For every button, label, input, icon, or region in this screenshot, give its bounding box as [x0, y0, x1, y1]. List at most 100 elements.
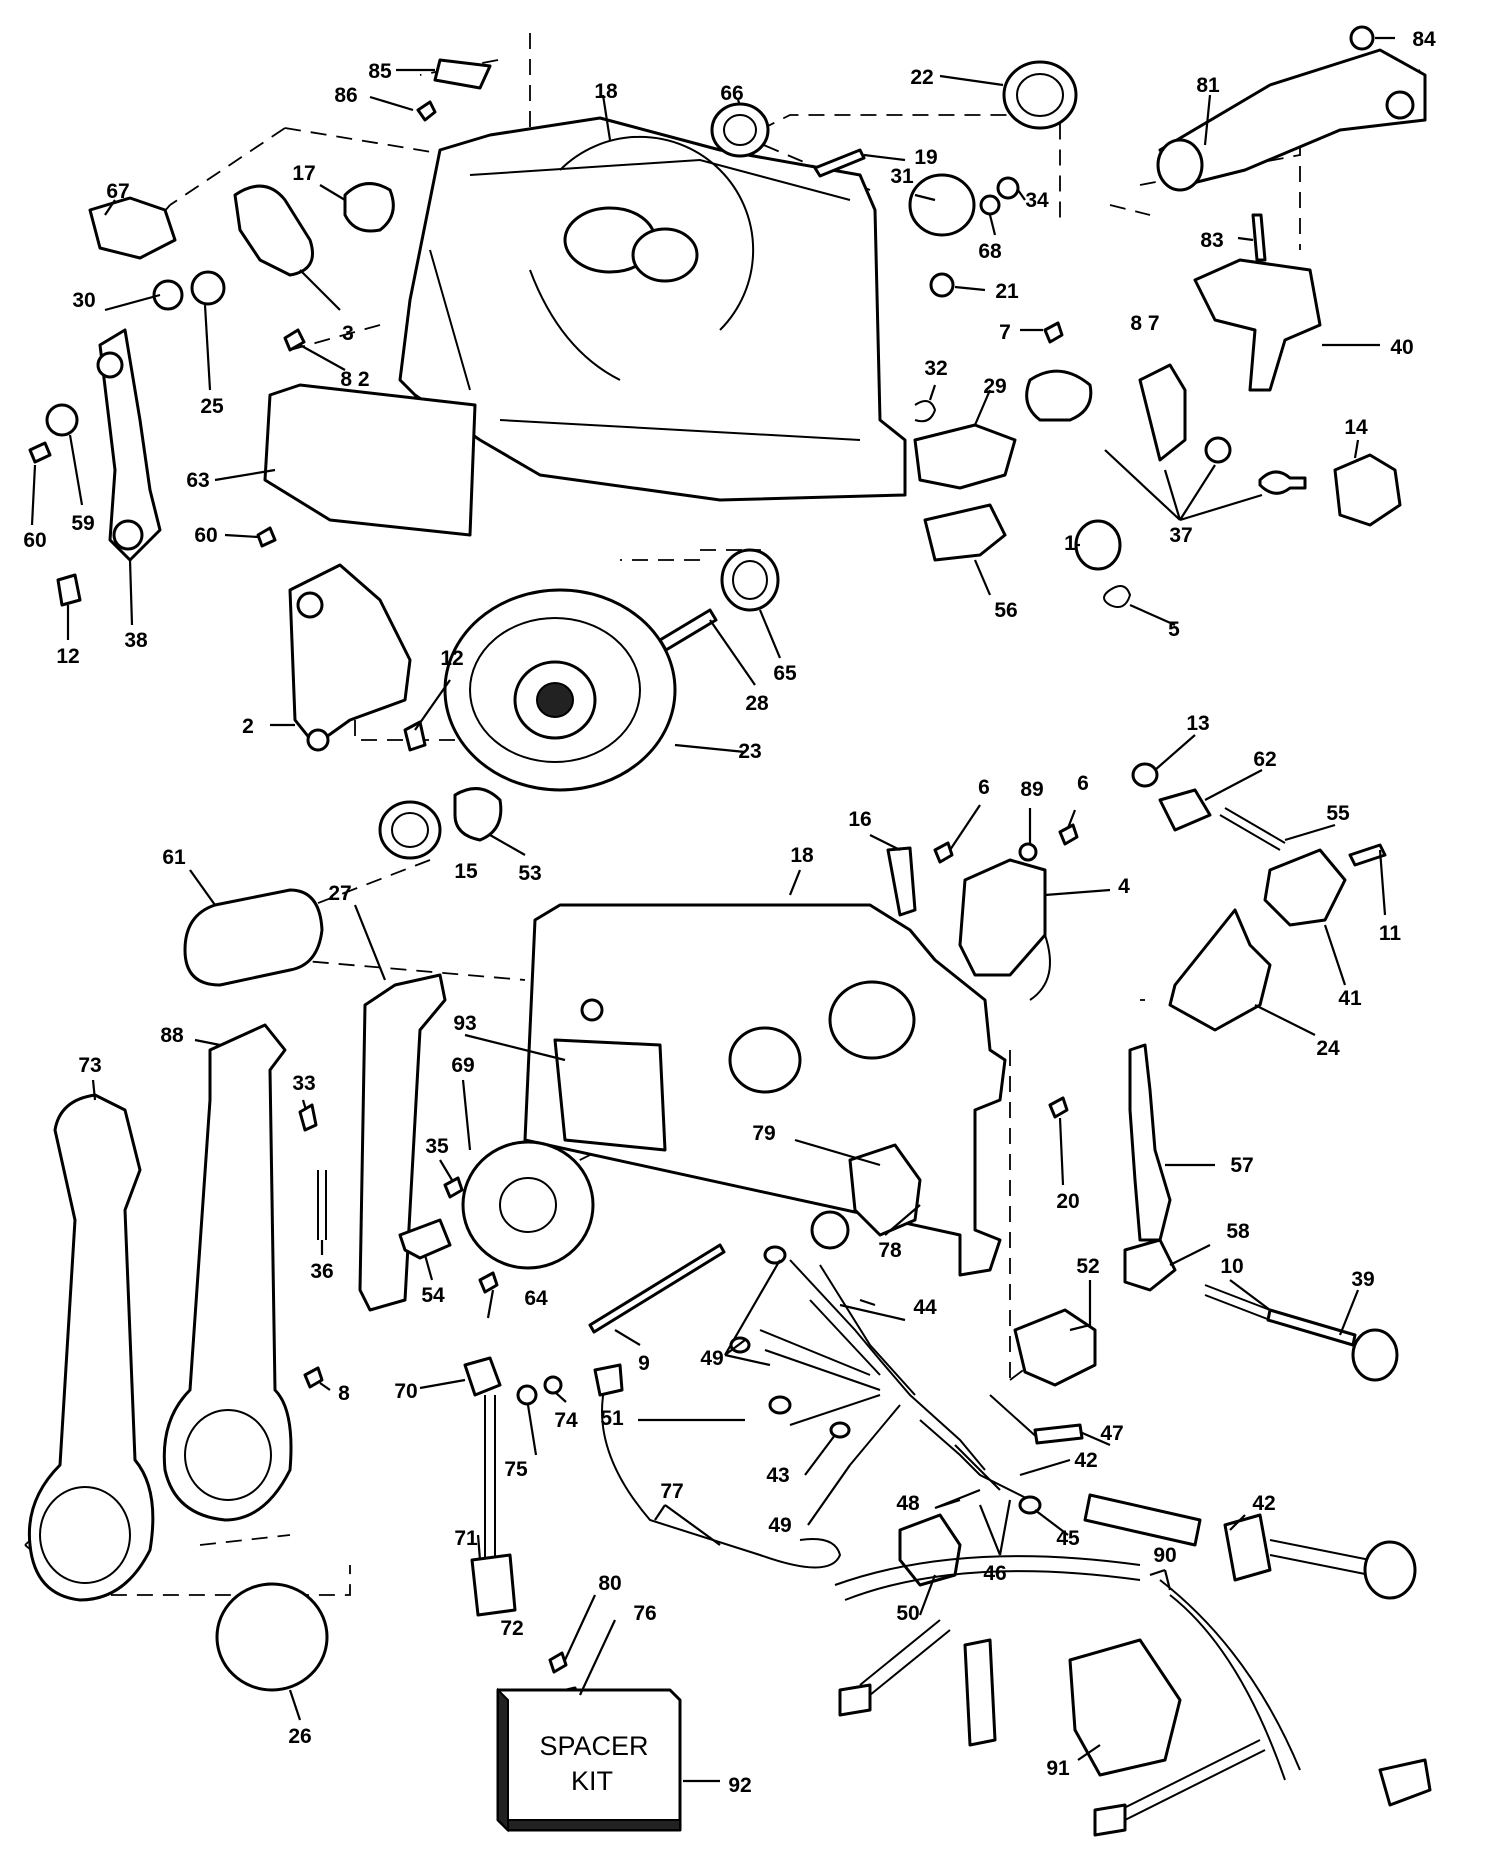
- part-27-bracket: [358, 973, 447, 1312]
- part-67-cam: [88, 196, 177, 260]
- part-60-screw: [28, 441, 52, 464]
- leader-lines: [30, 36, 1395, 1783]
- part-15-bushing: [378, 800, 442, 860]
- part-91-sleeve: [1068, 1638, 1182, 1777]
- part-3-link: [233, 184, 314, 277]
- part-69-ring: [461, 1140, 595, 1270]
- callout-26: 26: [288, 1725, 311, 1748]
- callout-4: 4: [1118, 875, 1130, 898]
- parts-artwork: [27, 25, 1432, 1837]
- callout-59: 59: [71, 512, 94, 535]
- spacer-kit-line1: SPACER: [539, 1731, 648, 1761]
- part-37-key: [1258, 470, 1307, 495]
- callout-44: 44: [913, 1296, 937, 1319]
- callout-42a: 42: [1074, 1449, 1097, 1472]
- part-32-spring: [914, 400, 937, 423]
- callout-53: 53: [518, 862, 541, 885]
- part-8-screw: [303, 1366, 324, 1389]
- callout-33: 33: [292, 1072, 315, 1095]
- part-17-plate: [343, 182, 395, 233]
- callout-55: 55: [1326, 802, 1350, 825]
- part-82-screw: [283, 328, 306, 352]
- part-78-lever-handle: [848, 1143, 922, 1237]
- callout-79: 79: [752, 1122, 775, 1145]
- callout-48: 48: [896, 1492, 920, 1515]
- part-89-nut: [1018, 842, 1038, 862]
- callout-49a: 49: [700, 1347, 723, 1370]
- housing-window: [828, 980, 916, 1060]
- callout-89: 89: [1020, 778, 1043, 801]
- callout-31: 31: [890, 165, 914, 188]
- callout-70: 70: [394, 1380, 417, 1403]
- part-56-clip: [923, 503, 1007, 562]
- callout-82: 8 2: [340, 368, 369, 391]
- callout-52: 52: [1076, 1255, 1099, 1278]
- callout-22: 22: [910, 66, 933, 89]
- part-34-nut: [996, 176, 1020, 200]
- part-61-cap: [183, 888, 324, 987]
- callout-80: 80: [598, 1572, 621, 1595]
- callout-3: 3: [342, 322, 354, 345]
- callout-12b: 12: [440, 647, 463, 670]
- part-12b-pin: [403, 720, 427, 752]
- callout-14: 14: [1344, 416, 1368, 439]
- callout-12a: 12: [56, 645, 79, 668]
- callout-63: 63: [186, 469, 209, 492]
- callout-15: 15: [454, 860, 478, 883]
- part-7-screw: [1043, 321, 1064, 344]
- part-62-block: [1158, 788, 1212, 832]
- callout-65: 65: [773, 662, 797, 685]
- callout-18b: 18: [790, 844, 814, 867]
- callout-58: 58: [1226, 1220, 1250, 1243]
- callout-28: 28: [745, 692, 769, 715]
- part-13-cap: [1131, 762, 1159, 788]
- part-10-spring: [1204, 1284, 1271, 1321]
- part-housing-boss: [810, 1210, 850, 1250]
- part-40-bracket: [1193, 258, 1322, 392]
- part-28-bolt: [658, 608, 718, 652]
- part-81-arm: [1158, 48, 1427, 187]
- callout-11: 11: [1379, 922, 1402, 945]
- callout-93: 93: [453, 1012, 476, 1035]
- part-65-ring: [720, 548, 780, 612]
- part-31-disc: [908, 173, 976, 237]
- part-74-nut: [543, 1375, 563, 1395]
- callout-18a: 18: [594, 80, 618, 103]
- callout-20: 20: [1056, 1190, 1079, 1213]
- part-16-tab: [886, 846, 917, 917]
- callout-72: 72: [500, 1617, 523, 1640]
- part-4-switch: [958, 858, 1047, 977]
- part-93-decal: [553, 1038, 667, 1152]
- callout-60a: 60: [23, 529, 46, 552]
- part-1-cap: [1074, 519, 1122, 571]
- callout-36: 36: [310, 1260, 333, 1283]
- part-80-screw: [548, 1651, 568, 1674]
- callout-51: 51: [600, 1407, 624, 1430]
- callout-46: 46: [983, 1562, 1006, 1585]
- part-73-handle: [27, 1093, 155, 1602]
- callout-34: 34: [1025, 189, 1049, 212]
- callout-2: 2: [242, 715, 254, 738]
- part-87-bracket: [1138, 363, 1187, 462]
- part-38-lever: [98, 328, 162, 562]
- part-84-nut: [1349, 25, 1375, 51]
- callout-25: 25: [200, 395, 224, 418]
- part-26-disc: [215, 1582, 329, 1692]
- callout-64: 64: [524, 1287, 548, 1310]
- callout-91: 91: [1046, 1757, 1070, 1780]
- part-60b-screw: [256, 526, 277, 548]
- callout-6a: 6: [978, 776, 990, 799]
- callout-23: 23: [738, 740, 761, 763]
- part-90-cable: [834, 1555, 1141, 1601]
- spacer-kit-label: SPACER KIT: [539, 1731, 648, 1796]
- part-14-knob: [1333, 453, 1402, 527]
- callout-29: 29: [983, 375, 1006, 398]
- part-12-pin: [56, 573, 82, 607]
- callout-77: 77: [660, 1480, 683, 1503]
- callout-84: 84: [1412, 28, 1436, 51]
- callout-86: 86: [334, 84, 357, 107]
- part-29-detent: [913, 423, 1017, 490]
- callout-61: 61: [162, 846, 186, 869]
- part-70-connector: [463, 1356, 502, 1397]
- callout-13: 13: [1186, 712, 1209, 735]
